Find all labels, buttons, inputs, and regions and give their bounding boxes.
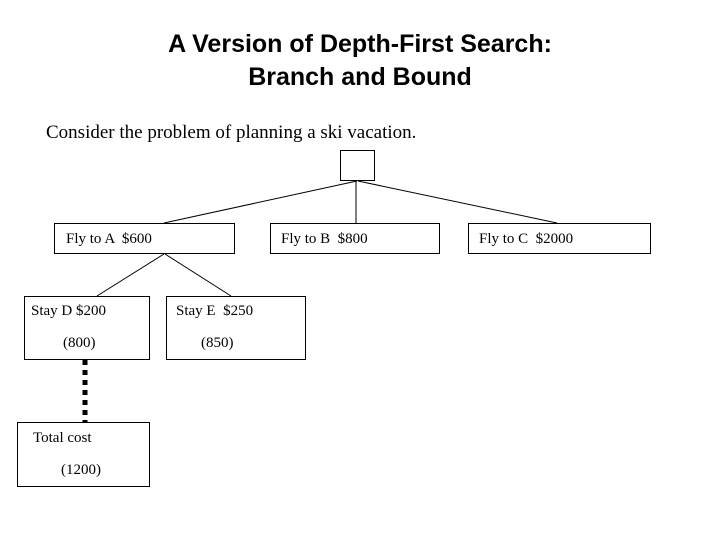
tree-node-stay-e-label: Stay E $250 bbox=[176, 303, 254, 319]
tree-node-stay-e-cost: (850) bbox=[201, 335, 234, 351]
edge-fly-a-to-stay-e bbox=[164, 253, 232, 297]
page-title: A Version of Depth-First Search: Branch … bbox=[0, 28, 720, 94]
page-title-line-2: Branch and Bound bbox=[248, 63, 472, 91]
edge-root-to-fly-a bbox=[163, 180, 358, 224]
tree-node-stay-e[interactable]: Stay E $250 (850) bbox=[166, 296, 306, 360]
tree-node-fly-a[interactable]: Fly to A $600 bbox=[54, 223, 235, 254]
tree-node-total-cost-value: (1200) bbox=[61, 462, 101, 478]
tree-node-fly-a-label: Fly to A $600 bbox=[66, 231, 152, 247]
tree-node-stay-d[interactable]: Stay D $200 (800) bbox=[24, 296, 150, 360]
tree-node-stay-d-label: Stay D $200 bbox=[31, 303, 106, 319]
tree-node-fly-c-label: Fly to C $2000 bbox=[479, 231, 574, 247]
edge-fly-a-to-stay-d bbox=[96, 253, 165, 297]
intro-text: Consider the problem of planning a ski v… bbox=[46, 122, 417, 143]
edge-root-to-fly-c bbox=[357, 180, 558, 224]
tree-node-total-cost[interactable]: Total cost (1200) bbox=[17, 422, 150, 487]
page-title-line-1: A Version of Depth-First Search: bbox=[168, 30, 552, 58]
tree-node-fly-b[interactable]: Fly to B $800 bbox=[270, 223, 440, 254]
tree-node-fly-c[interactable]: Fly to C $2000 bbox=[468, 223, 651, 254]
tree-node-fly-b-label: Fly to B $800 bbox=[281, 231, 368, 247]
tree-node-total-cost-label: Total cost bbox=[33, 430, 92, 446]
tree-node-stay-d-cost: (800) bbox=[63, 335, 96, 351]
tree-node-root[interactable] bbox=[340, 150, 375, 181]
